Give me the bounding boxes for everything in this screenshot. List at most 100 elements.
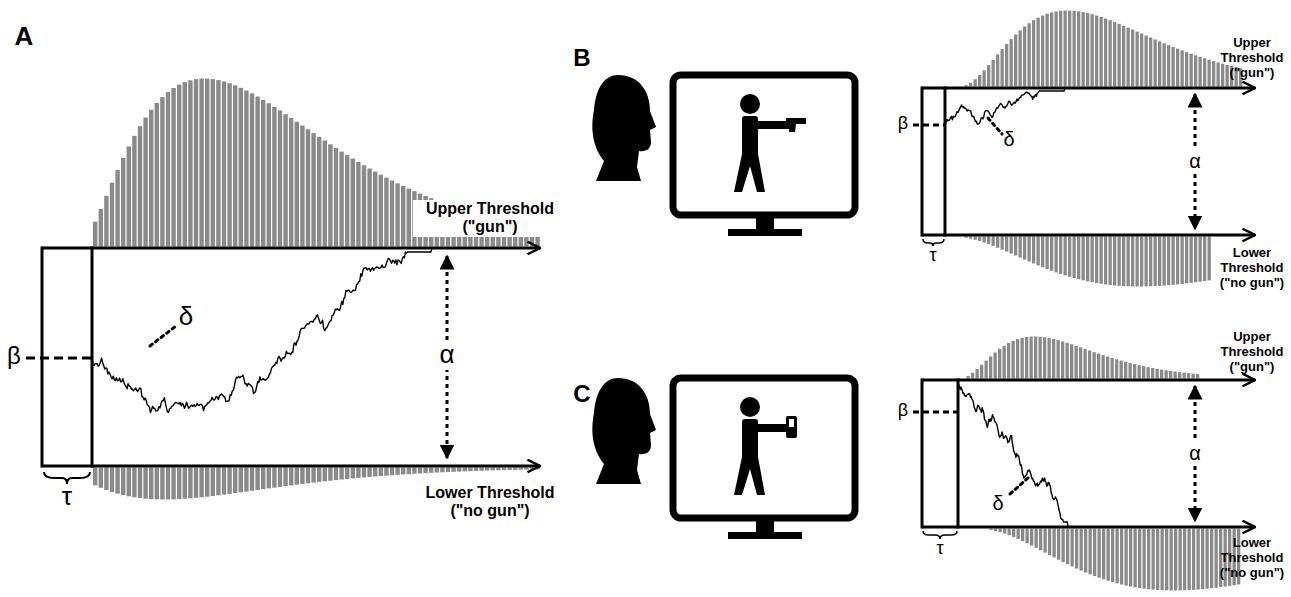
histogram-bar (306, 129, 310, 246)
figure-arm (752, 424, 788, 432)
histogram-bar (457, 468, 461, 472)
histogram-bar (345, 468, 349, 479)
histogram-bar (1012, 341, 1015, 379)
histogram-bar (138, 126, 142, 246)
histogram-bar (446, 468, 450, 473)
histogram-bar (1203, 58, 1206, 86)
histogram-bar (1208, 237, 1211, 281)
histogram-bar (1070, 344, 1073, 378)
histogram-bar (317, 468, 321, 482)
start-point-line (26, 357, 92, 360)
histogram-bar (1167, 45, 1170, 86)
histogram-bar (1057, 529, 1060, 560)
histogram-bar (1012, 529, 1015, 538)
histogram-bar (1028, 237, 1031, 262)
monitor (673, 75, 855, 215)
histogram-bar (1127, 28, 1130, 87)
histogram-bar (1143, 529, 1146, 589)
histogram-bar (323, 468, 327, 482)
tau-brace (923, 239, 944, 246)
histogram-bar (1003, 529, 1006, 534)
histogram-bar (1122, 26, 1125, 87)
histogram-bar (328, 144, 332, 246)
scene-no-gun (592, 378, 855, 539)
histogram-bar (429, 468, 433, 473)
histogram-bar (1138, 365, 1141, 378)
histogram-bar (1185, 52, 1188, 86)
histogram-bar (1194, 237, 1197, 283)
histogram-bar (1066, 343, 1069, 379)
histogram-bar (1201, 529, 1204, 590)
histogram-bar (1127, 237, 1130, 287)
histogram-bar (373, 468, 377, 477)
histogram-bar (289, 468, 293, 486)
histogram-bar (233, 85, 237, 246)
histogram-bar (1019, 237, 1022, 258)
histogram-bar (1084, 529, 1087, 573)
histogram-bar (491, 468, 495, 471)
histogram-bar (143, 118, 147, 247)
histogram-bar (115, 170, 119, 247)
histogram-bar (1055, 11, 1058, 86)
histogram-bar (379, 468, 383, 477)
histogram-bar (1131, 30, 1134, 87)
histogram-bar (1102, 529, 1105, 580)
histogram-bar (1194, 55, 1197, 86)
histogram-bar (967, 376, 970, 379)
histogram-bar (1043, 337, 1046, 378)
histogram-bar (244, 91, 248, 247)
histogram-bar (227, 83, 231, 246)
histogram-bar (978, 237, 981, 242)
histogram-bar (983, 237, 986, 243)
histogram-bar (1091, 237, 1094, 283)
histogram-bar (138, 468, 142, 499)
histogram-bar (1039, 337, 1042, 379)
histogram-bar (1129, 363, 1132, 378)
histogram-bar (1208, 60, 1211, 87)
histogram-bar (267, 103, 271, 246)
histogram-bar (155, 468, 159, 500)
histogram-bar (1080, 529, 1083, 571)
histogram-bar (323, 141, 327, 247)
histogram-bar (992, 60, 995, 87)
histogram-bar (1091, 14, 1094, 86)
histogram-bar (1149, 37, 1152, 86)
histogram-bar (367, 168, 371, 246)
histogram-bar (390, 468, 394, 476)
tau-brace (923, 531, 957, 539)
histogram-bar (1034, 337, 1037, 379)
histogram-bar (166, 468, 170, 500)
histogram-bar (1178, 372, 1181, 378)
histogram-bar (188, 80, 192, 246)
histogram-bar (998, 349, 1001, 379)
histogram-bar (1215, 529, 1218, 588)
histogram-bar (1206, 529, 1209, 589)
box-edge (921, 87, 924, 237)
panel-letter: A (15, 22, 34, 52)
histogram-bar (160, 468, 164, 500)
lower-threshold-line (922, 526, 1255, 529)
histogram-bar (339, 468, 343, 480)
histogram-bar (1046, 14, 1049, 87)
histogram-bar (132, 468, 136, 498)
histogram-bar (1125, 529, 1128, 586)
histogram-bar (199, 468, 203, 498)
evidence-path (945, 88, 1065, 125)
histogram-bar (1052, 339, 1055, 378)
histogram-bar (1073, 11, 1076, 87)
histogram-bar (1172, 237, 1175, 285)
histogram-bar (971, 373, 974, 379)
histogram-bar (474, 468, 478, 471)
histogram-bar (1185, 237, 1188, 284)
histogram-bar (211, 79, 215, 246)
histogram-bar (974, 237, 977, 240)
upper-threshold-line (42, 247, 540, 250)
histogram-bar (379, 175, 383, 247)
histogram-bar (530, 468, 534, 470)
histogram-bar (1199, 57, 1202, 87)
histogram-bar (356, 468, 360, 478)
histogram-bar (177, 468, 181, 500)
histogram-bar (143, 468, 147, 499)
box-edge (921, 379, 924, 529)
histogram-bar (1147, 367, 1150, 378)
